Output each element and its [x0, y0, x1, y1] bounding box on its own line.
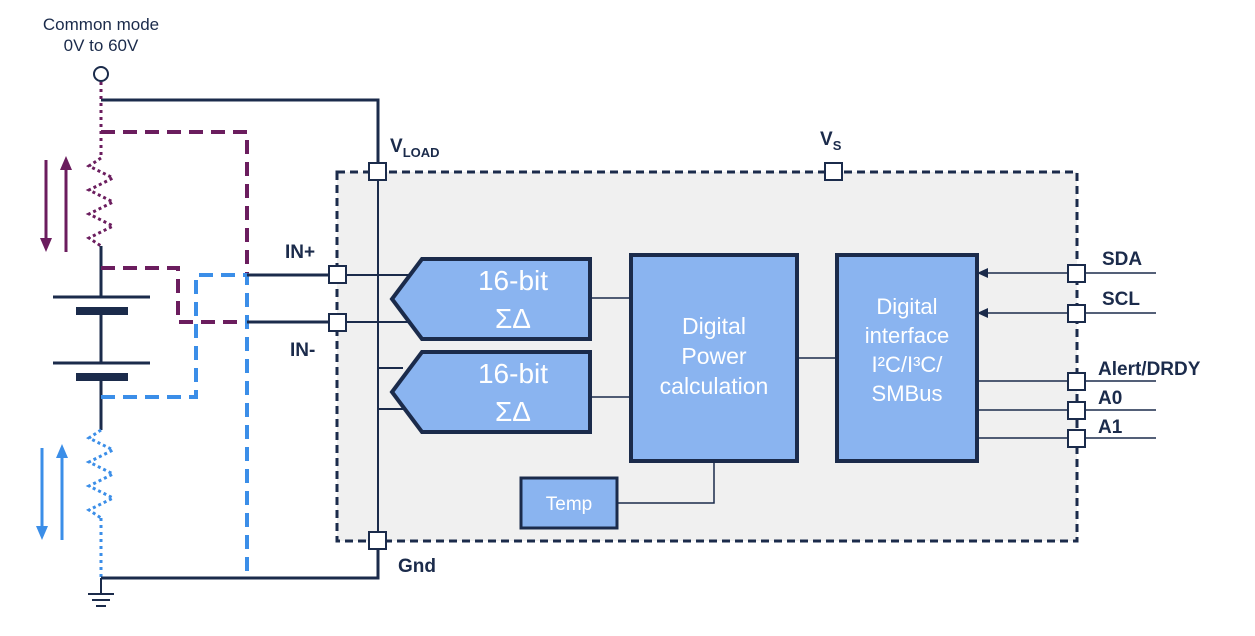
a1-pin: [1067, 429, 1086, 448]
common-mode-label: Common mode: [43, 15, 159, 34]
purple-current-arrows: [40, 156, 72, 252]
interface-line1: Digital: [876, 294, 937, 319]
vs-pin: [824, 162, 843, 181]
temp-to-calc: [617, 461, 715, 504]
vload-label: VLOAD: [390, 136, 440, 160]
a0-label: A0: [1098, 388, 1122, 409]
common-mode-range: 0V to 60V: [64, 36, 139, 55]
common-mode-terminal: [93, 66, 109, 82]
power-calc-line1: Digital: [682, 313, 746, 339]
digital-interface-block: [835, 253, 979, 463]
interface-line2: interface: [865, 323, 949, 348]
interface-line4: SMBus: [872, 381, 943, 406]
gnd-pin: [368, 531, 387, 550]
adc1-block: [389, 257, 592, 341]
blue-current-arrows: [36, 444, 68, 540]
vs-label: VS: [820, 129, 842, 153]
sda-label: SDA: [1102, 249, 1142, 270]
ground-icon: [88, 593, 114, 607]
sda-pin: [1067, 264, 1086, 283]
gnd-label: Gnd: [398, 556, 436, 577]
scl-pin: [1067, 304, 1086, 323]
in-minus-label: IN-: [290, 340, 315, 361]
scl-label: SCL: [1102, 289, 1140, 310]
top-supply-wire: [101, 98, 380, 172]
alert-label: Alert/DRDY: [1098, 359, 1201, 380]
scl-arrow-icon: [977, 308, 988, 318]
upper-resistor: [85, 156, 117, 248]
adc2-block: [389, 350, 592, 434]
alert-pin: [1067, 372, 1086, 391]
adc2-line1: 16-bit: [478, 358, 548, 389]
a1-label: A1: [1098, 417, 1123, 438]
temp-label: Temp: [546, 494, 592, 515]
purple-sense-loop: [101, 130, 249, 324]
lower-resistor: [85, 428, 117, 520]
in-plus-label: IN+: [285, 242, 315, 263]
adc2-line2: ΣΔ: [495, 396, 531, 427]
in-minus-pin: [328, 313, 347, 332]
a0-pin: [1067, 401, 1086, 420]
in-plus-pin: [328, 265, 347, 284]
interface-line3: I²C/I³C/: [872, 352, 944, 377]
adc1-line1: 16-bit: [478, 265, 548, 296]
sda-arrow-icon: [977, 268, 988, 278]
adc1-line2: ΣΔ: [495, 303, 531, 334]
power-calc-line2: Power: [681, 343, 747, 369]
ground-wire: [101, 540, 380, 580]
vload-pin: [368, 162, 387, 181]
power-calc-line3: calculation: [660, 373, 769, 399]
